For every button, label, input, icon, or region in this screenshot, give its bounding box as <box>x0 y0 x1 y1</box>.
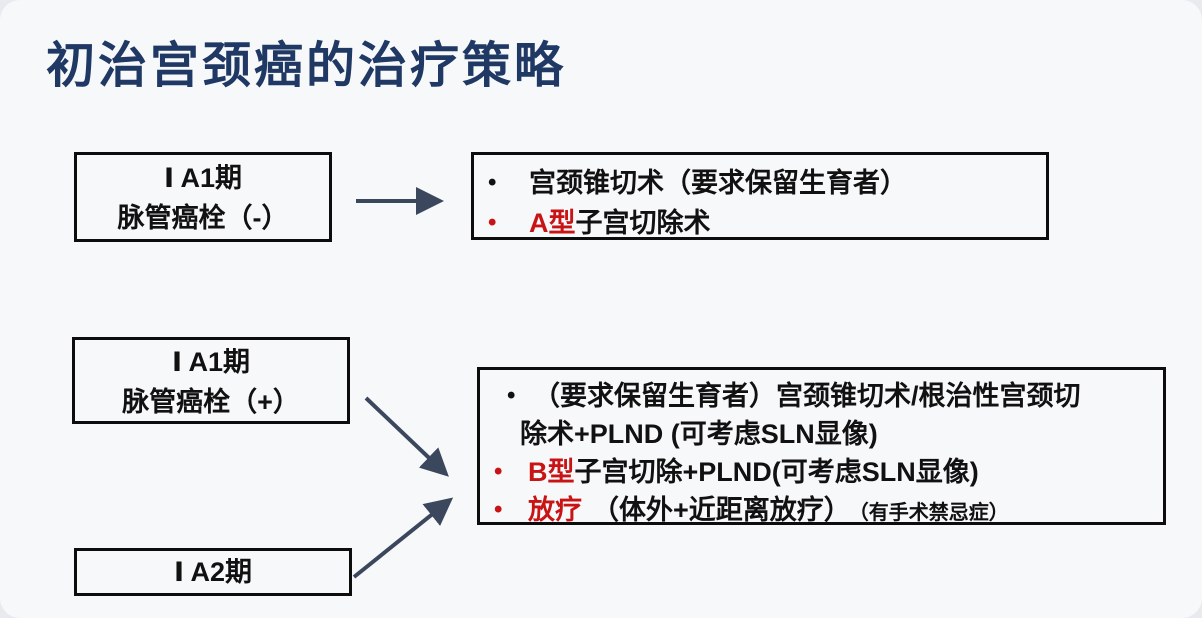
treatment-text: 子宫切除术 <box>575 208 711 238</box>
bullet-icon: • <box>494 496 503 523</box>
treatment-box-ia1-negative: • 宫颈锥切术（要求保留生育者） • A型子宫切除术 <box>471 152 1049 240</box>
stage-box-ia1-lvsi-negative: Ⅰ A1期 脉管癌栓（-） <box>74 152 332 242</box>
treatment-item: • 放疗 （体外+近距离放疗） （有手术禁忌症） <box>480 491 1163 532</box>
arrow-ia1pos-to-treatment <box>364 396 449 477</box>
treatment-item: • （要求保留生育者）宫颈锥切术/根治性宫颈切除术+PLND (可考虑SLN显像… <box>480 377 1095 453</box>
treatment-lead: B型 <box>528 457 575 487</box>
treatment-box-ia1-positive-ia2: • （要求保留生育者）宫颈锥切术/根治性宫颈切除术+PLND (可考虑SLN显像… <box>477 367 1166 525</box>
stage-label: Ⅰ A1期 <box>171 347 251 377</box>
treatment-item: • B型子宫切除+PLND(可考虑SLN显像) <box>480 453 1163 491</box>
treatment-text: 子宫切除+PLND(可考虑SLN显像) <box>574 457 979 487</box>
page-title: 初治宫颈癌的治疗策略 <box>46 38 567 93</box>
bullet-icon: • <box>488 169 497 196</box>
treatment-text: 宫颈锥切术（要求保留生育者） <box>529 168 907 198</box>
stage-label: Ⅰ A1期 <box>163 163 243 193</box>
bullet-icon: • <box>507 382 516 409</box>
treatment-lead: 放疗 <box>528 495 582 525</box>
treatment-item: • 宫颈锥切术（要求保留生育者） <box>474 163 1046 203</box>
stage-label: Ⅰ A2期 <box>173 557 253 587</box>
stage-box-ia2: Ⅰ A2期 <box>74 548 352 596</box>
treatment-text: （体外+近距离放疗） <box>592 495 851 525</box>
arrow-ia2-to-treatment <box>352 497 454 579</box>
stage-sublabel: 脉管癌栓（+） <box>122 387 300 417</box>
treatment-note: （有手术禁忌症） <box>858 502 1009 524</box>
bullet-icon: • <box>488 209 497 236</box>
treatment-text: （要求保留生育者）宫颈锥切术/根治性宫颈切除术+PLND (可考虑SLN显像) <box>520 381 1081 449</box>
stage-sublabel: 脉管癌栓（-） <box>117 203 289 233</box>
treatment-item: • A型子宫切除术 <box>474 203 1046 243</box>
bullet-icon: • <box>494 458 503 485</box>
stage-box-ia1-lvsi-positive: Ⅰ A1期 脉管癌栓（+） <box>72 337 350 424</box>
treatment-lead: A型 <box>529 208 576 238</box>
